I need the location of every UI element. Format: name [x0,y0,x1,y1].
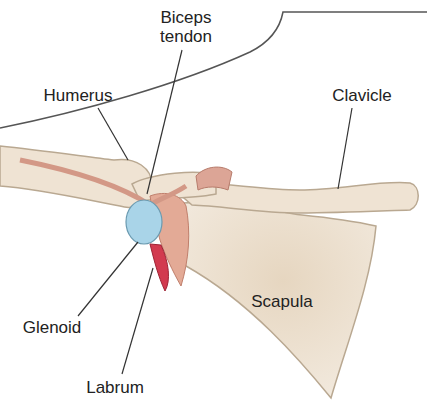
part-label: Clavicle [332,86,392,105]
biceps-tendon [20,160,186,205]
part-label: Glenoid [23,318,82,337]
ligament [196,167,232,190]
leader-line [338,108,352,189]
part-label: Scapula [251,292,312,311]
leader-line [147,50,182,194]
body-outline [0,12,427,128]
part-label: Humerus [44,86,113,105]
leader-line [98,108,128,160]
leader-line [122,268,153,374]
glenoid-cartilage [126,200,162,244]
part-label: Labrum [86,378,144,397]
part-label: Biceps tendon [151,8,221,46]
leader-line [78,242,138,316]
humerus-bone [0,146,152,207]
labrum-tissue [150,244,168,291]
scapula-bone [170,203,376,398]
